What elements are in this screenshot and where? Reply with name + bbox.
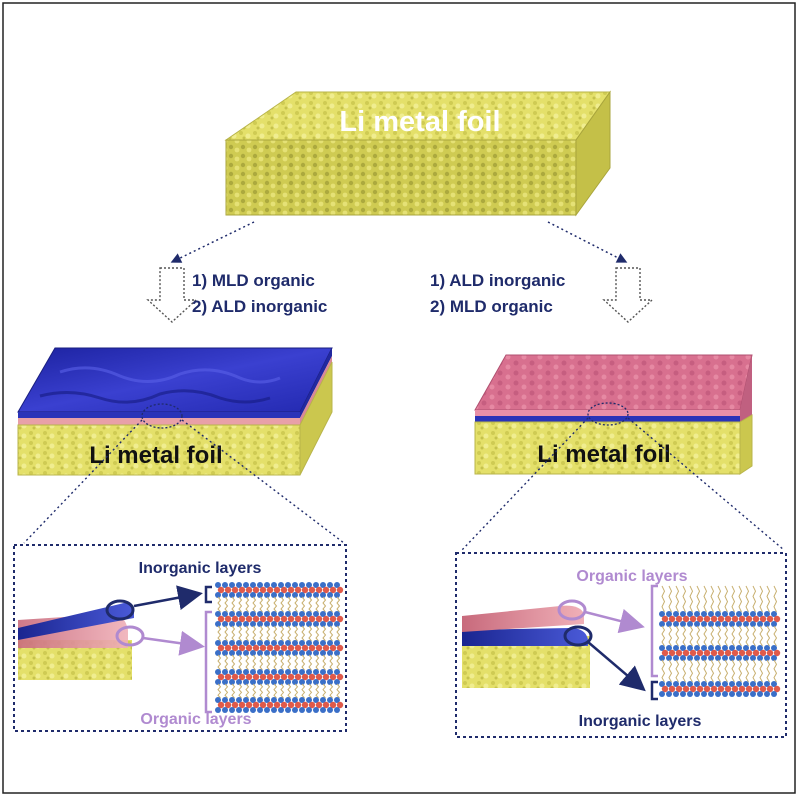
process-arrow-right xyxy=(602,267,654,323)
right-organic-arrow xyxy=(584,608,645,634)
right-zoom-line-2 xyxy=(627,417,785,551)
left-foil-label: Li metal foil xyxy=(89,442,222,469)
right-inorganic-bracket xyxy=(650,680,658,701)
right-inset-bottom-label: Inorganic layers xyxy=(579,713,702,730)
left-step-1: 1) MLD organic xyxy=(192,271,315,290)
left-inorganic-bracket xyxy=(204,585,212,604)
left-zoom-line-2 xyxy=(181,419,345,544)
left-inset-bottom-label: Organic layers xyxy=(140,711,251,728)
right-organic-bracket xyxy=(650,584,658,678)
left-molecular-lattice xyxy=(215,582,344,713)
right-molecular-lattice xyxy=(659,585,781,697)
left-inorganic-arrow xyxy=(133,585,203,610)
left-organic-arrow xyxy=(142,630,205,656)
top-block-label: Li metal foil xyxy=(339,106,500,138)
left-inset-layers xyxy=(18,599,145,680)
right-inorganic-arrow xyxy=(587,641,646,692)
top-li-foil-block: Li metal foil xyxy=(224,90,611,217)
right-coated-foil: Li metal foil xyxy=(474,354,753,475)
process-arrow-left xyxy=(146,267,198,323)
left-coated-foil: Li metal foil xyxy=(17,347,333,476)
left-organic-bracket xyxy=(204,610,212,714)
dotted-arrow-right xyxy=(547,221,628,263)
left-zoom-line-1 xyxy=(23,419,143,544)
left-step-2: 2) ALD inorganic xyxy=(192,297,327,316)
right-zoom-line-1 xyxy=(461,417,589,551)
right-inset-layers xyxy=(462,599,593,688)
left-inset-top-label: Inorganic layers xyxy=(139,560,262,577)
right-inset-top-label: Organic layers xyxy=(576,568,687,585)
right-step-2: 2) MLD organic xyxy=(430,297,553,316)
right-foil-label: Li metal foil xyxy=(537,441,670,468)
dotted-arrow-left xyxy=(170,221,255,263)
right-step-1: 1) ALD inorganic xyxy=(430,271,565,290)
